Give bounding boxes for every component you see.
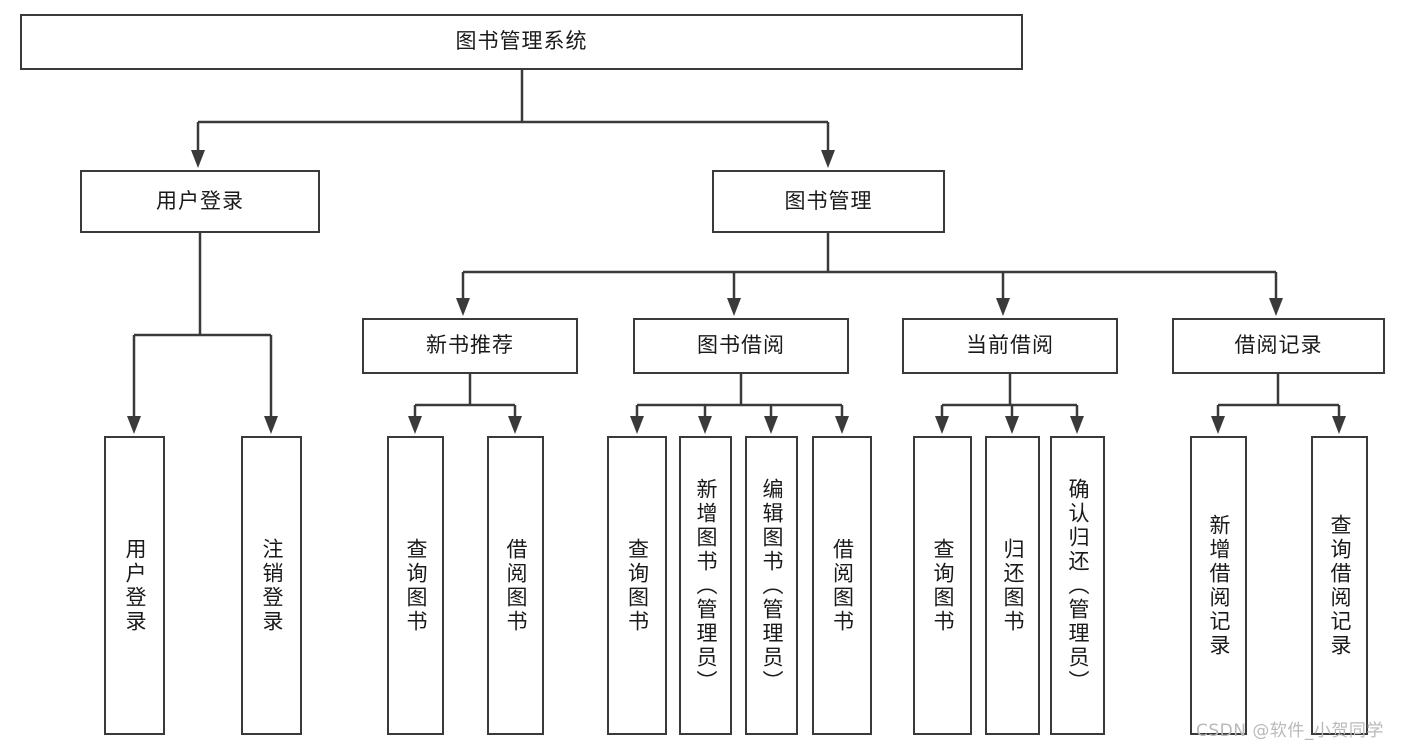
node-leaf-borrow-4[interactable]: 借阅图书 — [812, 436, 872, 735]
node-label: 图书借阅 — [697, 333, 785, 358]
node-leaf-borrow-3[interactable]: 编辑图书（管理员） — [745, 436, 798, 735]
node-label: 新增借阅记录 — [1207, 513, 1231, 658]
node-root[interactable]: 图书管理系统 — [20, 14, 1023, 70]
node-leaf-login-1[interactable]: 用户登录 — [104, 436, 165, 735]
node-leaf-login-2[interactable]: 注销登录 — [241, 436, 302, 735]
branch-borrow-arrow-1 — [698, 416, 712, 434]
node-leaf-cur-2[interactable]: 归还图书 — [985, 436, 1040, 735]
node-label: 新书推荐 — [426, 333, 514, 358]
branch-borrow-arrow-3 — [835, 416, 849, 434]
branch-root-arrow-0 — [191, 150, 205, 168]
node-leaf-rec-1[interactable]: 新增借阅记录 — [1190, 436, 1247, 735]
branch-root-arrow-1 — [821, 150, 835, 168]
node-current[interactable]: 当前借阅 — [902, 318, 1118, 374]
node-label: 归还图书 — [1001, 537, 1025, 634]
branch-records-arrow-0 — [1211, 416, 1225, 434]
node-label: 图书管理系统 — [455, 29, 588, 54]
node-leaf-borrow-1[interactable]: 查询图书 — [607, 436, 667, 735]
branch-bookmgmt-arrow-2 — [996, 298, 1010, 316]
connector-group — [127, 70, 1346, 434]
node-label: 编辑图书（管理员） — [760, 477, 784, 694]
node-label: 查询图书 — [931, 537, 955, 634]
branch-newbooks-arrow-1 — [508, 416, 522, 434]
node-leaf-cur-1[interactable]: 查询图书 — [913, 436, 972, 735]
branch-current-arrow-2 — [1070, 416, 1084, 434]
node-label: 用户登录 — [123, 537, 147, 634]
node-login[interactable]: 用户登录 — [80, 170, 320, 233]
node-newbooks[interactable]: 新书推荐 — [362, 318, 578, 374]
node-borrow[interactable]: 图书借阅 — [633, 318, 849, 374]
node-label: 借阅图书 — [830, 537, 855, 634]
node-label: 查询借阅记录 — [1328, 513, 1352, 658]
node-label: 图书管理 — [784, 188, 873, 213]
node-label: 借阅记录 — [1234, 333, 1323, 358]
watermark-text: CSDN @软件_小贺同学 — [1196, 721, 1384, 741]
branch-bookmgmt-arrow-3 — [1269, 298, 1283, 316]
branch-borrow-arrow-0 — [630, 416, 644, 434]
node-leaf-borrow-2[interactable]: 新增图书（管理员） — [679, 436, 732, 735]
node-label: 用户登录 — [156, 188, 244, 213]
branch-borrow-arrow-2 — [764, 416, 778, 434]
branch-login-arrow-1 — [264, 416, 278, 434]
node-label: 新增图书（管理员） — [694, 477, 718, 694]
node-label: 注销登录 — [260, 537, 284, 634]
node-leaf-new-2[interactable]: 借阅图书 — [487, 436, 544, 735]
node-label: 当前借阅 — [966, 333, 1054, 358]
branch-current-arrow-1 — [1005, 416, 1019, 434]
node-leaf-cur-3[interactable]: 确认归还（管理员） — [1050, 436, 1105, 735]
branch-current-arrow-0 — [935, 416, 949, 434]
branch-bookmgmt-arrow-0 — [456, 298, 470, 316]
branch-bookmgmt-arrow-1 — [727, 298, 741, 316]
node-label: 查询图书 — [625, 537, 650, 634]
node-label: 确认归还（管理员） — [1066, 477, 1090, 694]
node-label: 借阅图书 — [504, 537, 528, 634]
node-bookmgmt[interactable]: 图书管理 — [712, 170, 945, 233]
branch-newbooks-arrow-0 — [408, 416, 422, 434]
node-leaf-rec-2[interactable]: 查询借阅记录 — [1311, 436, 1368, 735]
branch-records-arrow-1 — [1332, 416, 1346, 434]
node-label: 查询图书 — [404, 537, 428, 634]
node-leaf-new-1[interactable]: 查询图书 — [387, 436, 444, 735]
branch-login-arrow-0 — [127, 416, 141, 434]
node-records[interactable]: 借阅记录 — [1172, 318, 1385, 374]
